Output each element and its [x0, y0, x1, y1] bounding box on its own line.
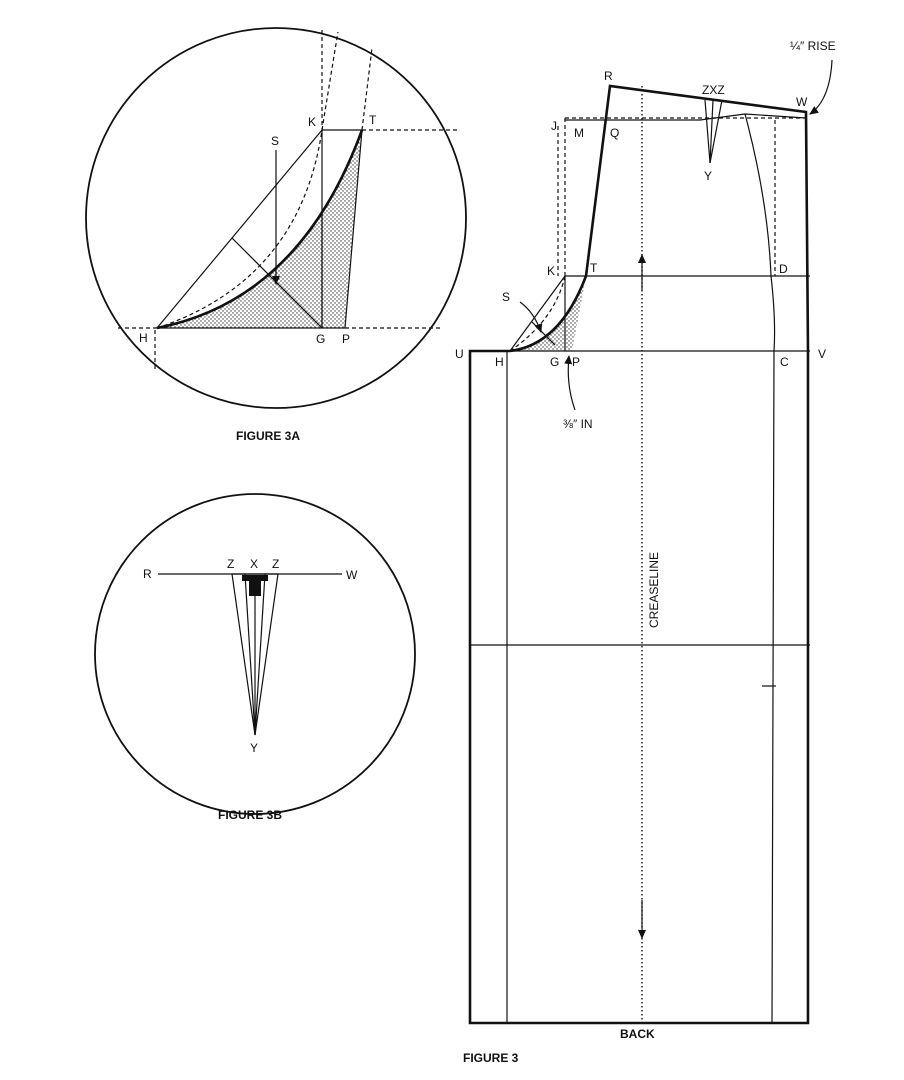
- figure-3-in-note: ⅜″ IN: [563, 417, 593, 431]
- figure-3b-circle: [94, 493, 416, 815]
- figure-3b-label-r: R: [143, 567, 152, 581]
- figure-3a-shaded-area: [157, 130, 362, 328]
- figure-3-label-h: H: [495, 355, 504, 369]
- figure-3-label-p: P: [572, 355, 580, 369]
- figure-3b-label-w: W: [346, 568, 358, 582]
- figure-3-dart: [704, 99, 723, 164]
- figure-3: CREASELINE ¼″ RISE ⅜″ IN R ZXZ W J M Q Y…: [455, 39, 836, 1065]
- figure-3-label-w: W: [796, 95, 808, 109]
- figure-3-in-arrow: [564, 355, 576, 411]
- figure-3-line-hk: [509, 275, 566, 352]
- figure-3b-label-y: Y: [250, 741, 258, 755]
- figure-3b-label-z-right: Z: [272, 557, 279, 571]
- figure-3a-line-tp: [344, 129, 363, 329]
- figure-3-dart-centre: [709, 99, 714, 164]
- figure-3a-label-g: G: [316, 332, 325, 346]
- figure-3a-crotch-curve: [156, 129, 364, 330]
- figure-3b-dart-inner-right: [254, 573, 266, 736]
- figure-3-s-arrow: [519, 301, 543, 333]
- figure-3-label-t: T: [590, 261, 598, 275]
- figure-3-label-s: S: [502, 290, 510, 304]
- figure-3-rise-note: ¼″ RISE: [790, 39, 836, 53]
- figure-3-label-m: M: [574, 126, 584, 140]
- figure-3-creaseline-label: CREASELINE: [647, 552, 661, 628]
- figure-3a-label-p: P: [342, 332, 350, 346]
- figure-3-label-c: C: [780, 355, 789, 369]
- figure-3-original-waist: [565, 113, 807, 121]
- figure-3-label-zxz: ZXZ: [702, 83, 725, 97]
- figure-3b-caption: FIGURE 3B: [218, 808, 282, 822]
- figure-3-label-d: D: [779, 262, 788, 276]
- figure-3-bottom-label: BACK: [620, 1027, 655, 1041]
- figure-3-pattern-outline: [468, 84, 810, 1025]
- figure-3b: R W Z X Z Y FIGURE 3B: [94, 493, 416, 822]
- figure-3-side-seam-line: [744, 113, 776, 1024]
- figure-3-rise-arrow: [809, 59, 833, 115]
- figure-3a-caption: FIGURE 3A: [236, 429, 300, 443]
- figure-3a-line-hk: [156, 129, 323, 329]
- figure-3b-dart-block-stem: [249, 580, 261, 596]
- figure-3-crotch-shading: [510, 276, 586, 351]
- figure-3a: K T S H G P FIGURE 3A: [85, 27, 467, 443]
- figure-3-label-u: U: [455, 347, 464, 361]
- figure-3-label-j: J: [551, 119, 557, 133]
- figure-3a-label-h: H: [139, 331, 148, 345]
- figure-3-label-g: G: [550, 355, 559, 369]
- figure-3-label-y: Y: [704, 169, 712, 183]
- figure-3b-dart-block-top: [242, 575, 268, 581]
- figure-3-label-v: V: [818, 347, 826, 361]
- figure-3a-circle: [85, 27, 467, 409]
- figure-3-label-r: R: [604, 69, 613, 83]
- figure-3-original-crotch-curve: [509, 275, 566, 352]
- figure-3a-label-t: T: [369, 113, 377, 127]
- figure-3b-label-z-left: Z: [227, 557, 234, 571]
- figure-3-caption: FIGURE 3: [463, 1051, 519, 1065]
- figure-3-label-k: K: [547, 264, 555, 278]
- figure-3-label-q: Q: [610, 126, 619, 140]
- figure-3b-dart: [231, 573, 279, 736]
- figure-3a-label-k: K: [308, 115, 316, 129]
- figure-3b-label-x: X: [250, 557, 258, 571]
- figure-3a-original-curve: [156, 31, 339, 329]
- figure-3b-dart-inner-left: [244, 573, 256, 736]
- figure-3a-label-s: S: [271, 134, 279, 148]
